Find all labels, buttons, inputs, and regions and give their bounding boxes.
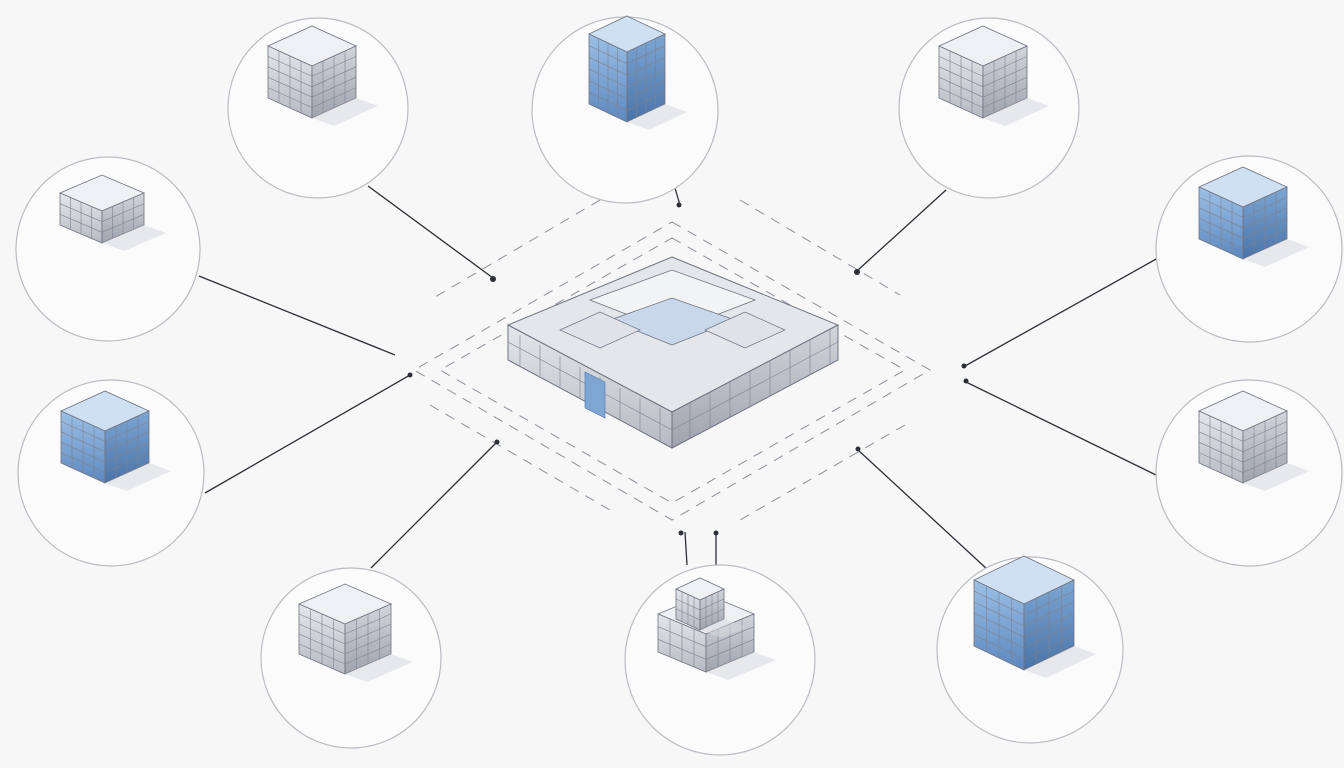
connectors	[198, 177, 1159, 571]
connector-n9	[684, 531, 688, 566]
node-n2-building-icon	[588, 15, 687, 130]
node-n8[interactable]	[260, 567, 442, 749]
node-n1-building-icon	[267, 25, 378, 126]
connector-n7	[965, 381, 1157, 476]
connector-n6	[204, 374, 411, 494]
node-n10-building-icon	[973, 555, 1096, 678]
node-n5-building-icon	[1198, 166, 1309, 267]
node-n6-building-icon	[60, 390, 171, 491]
node-n7-building-icon	[1198, 390, 1309, 491]
connector-n8	[370, 441, 498, 569]
node-n2[interactable]	[531, 15, 719, 204]
node-n8-building-icon	[297, 583, 413, 682]
node-n10[interactable]	[936, 555, 1124, 744]
nodes-layer	[15, 15, 1343, 756]
node-n3-building-icon	[938, 25, 1049, 126]
node-n1[interactable]	[227, 17, 409, 199]
connector-n4	[198, 275, 396, 356]
connector-n10	[857, 449, 989, 571]
node-n9-building-icon	[656, 577, 776, 680]
node-n3[interactable]	[898, 17, 1080, 199]
node-n4[interactable]	[15, 156, 201, 342]
node-n5[interactable]	[1155, 155, 1343, 343]
center-frame	[413, 199, 931, 521]
connector-n3	[857, 189, 947, 271]
node-n7[interactable]	[1155, 379, 1343, 567]
node-n9[interactable]	[624, 564, 816, 756]
connector-n5	[964, 257, 1159, 367]
connector-n1	[367, 185, 494, 279]
node-n6[interactable]	[17, 379, 205, 567]
central-building	[506, 256, 840, 449]
node-n4-building-icon	[58, 174, 166, 251]
